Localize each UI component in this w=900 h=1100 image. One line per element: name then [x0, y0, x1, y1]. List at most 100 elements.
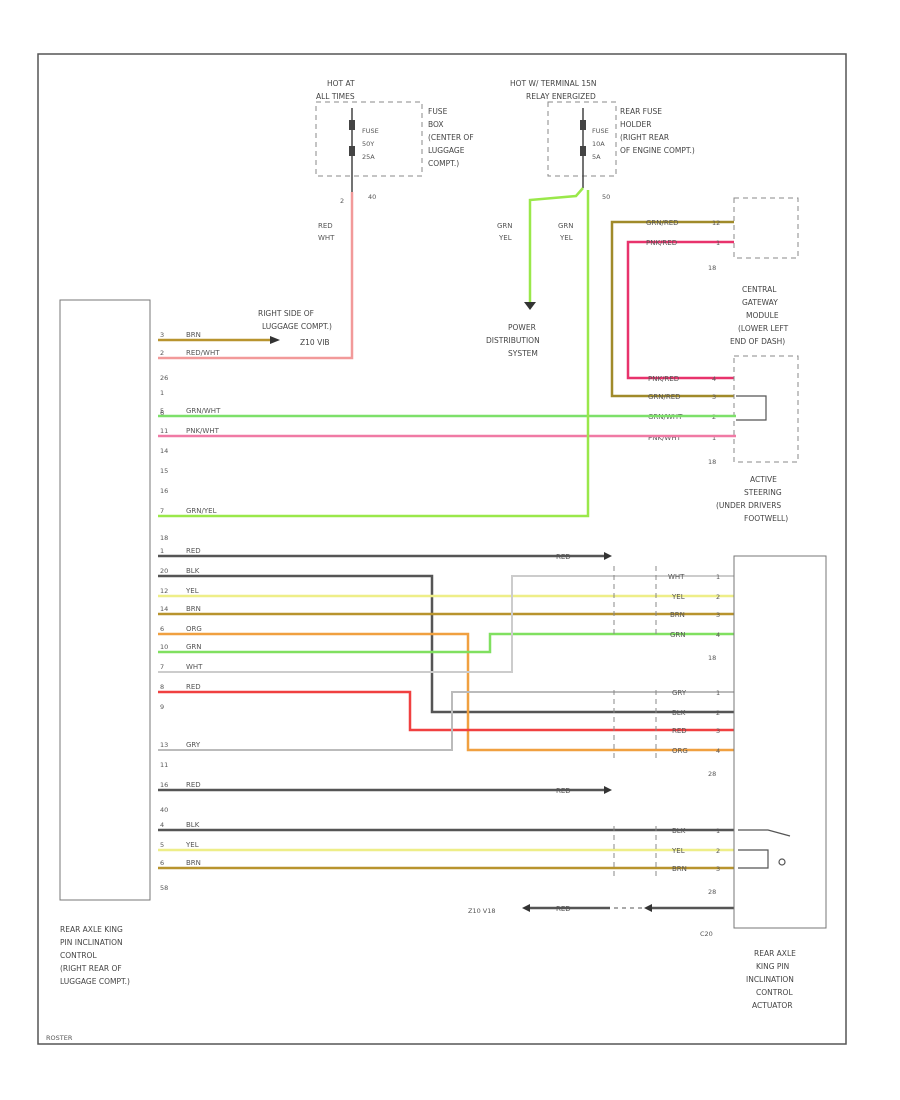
act-mid-pin-1: 2: [716, 709, 720, 717]
act-mid-wire-0: GRY: [672, 689, 687, 697]
act-top-wire-2: BRN: [670, 611, 685, 619]
module-pin: 2: [160, 349, 164, 357]
module-pin: 4: [160, 821, 164, 829]
module-pin: 3: [160, 331, 164, 339]
fuse-left-desc-0: FUSE: [428, 107, 448, 116]
module-wire-label: GRN/YEL: [186, 507, 217, 515]
rear-axle-control-module: 26 18 40 58 REAR AXLE KING PIN INCLINATI…: [59, 299, 168, 986]
fuse-left-wire1: RED: [318, 222, 333, 230]
module-wire-label: GRN: [186, 643, 202, 651]
module-conn-40: 40: [160, 806, 168, 814]
module-wire-label: BLK: [186, 821, 200, 829]
module-pin: 14: [160, 447, 168, 455]
fuse-right-wire-a2: YEL: [498, 234, 512, 242]
module-wire-label: BRN: [186, 605, 201, 613]
fuse-right-wire-a1: GRN: [497, 222, 513, 230]
act-low-wire-2: BRN: [672, 865, 687, 873]
act-top-pin-1: 2: [716, 593, 720, 601]
steering-wire-3: PNK/WHT: [648, 434, 682, 442]
fuse-holder-right: HOT W/ TERMINAL 15N RELAY ENERGIZED FUSE…: [497, 79, 695, 242]
act-top-pin-0: 1: [716, 573, 720, 581]
module-pin: 11: [160, 427, 168, 435]
actuator-label-2: INCLINATION: [746, 975, 794, 984]
module-wire-label: GRY: [186, 741, 201, 749]
fuse-right-rating1: 10A: [592, 140, 605, 148]
fuse-left-hot2: ALL TIMES: [316, 92, 355, 101]
power-dist-label-0: POWER: [508, 323, 536, 332]
actuator-label-0: REAR AXLE: [754, 949, 796, 958]
fuse-left-hot: HOT AT: [327, 79, 355, 88]
steering-label-3: FOOTWELL): [744, 514, 788, 523]
fuse-left-label: FUSE: [362, 127, 379, 135]
steering-label-0: ACTIVE: [750, 475, 777, 484]
act-low-wire-1: YEL: [671, 847, 685, 855]
module-wire-label: GRN/WHT: [186, 407, 221, 415]
fuse-left-pin-right: 40: [368, 193, 376, 201]
gateway-label-1: GATEWAY: [742, 298, 778, 307]
fuse-right-pin: 50: [602, 193, 610, 201]
gateway-wire-1: PNK/RED: [646, 239, 677, 247]
wire-grn: [158, 632, 734, 654]
module-pin: 1: [160, 547, 164, 555]
act-low-pin-1: 2: [716, 847, 720, 855]
act-mid-wire-1: BLK: [672, 709, 686, 717]
module-label-0: REAR AXLE KING: [60, 925, 123, 934]
active-steering: PNK/RED GRN/RED GRN/WHT PNK/WHT 4 3 2 1 …: [648, 355, 799, 523]
module-pin: 1: [160, 389, 164, 397]
module-label-2: CONTROL: [60, 951, 97, 960]
steering-wire-0: PNK/RED: [648, 375, 679, 383]
ground-label-1: LUGGAGE COMPT.): [262, 322, 332, 331]
act-top-conn: 18: [708, 654, 716, 662]
ground-label-0: RIGHT SIDE OF: [258, 309, 314, 318]
module-wire-label: ORG: [186, 625, 202, 633]
module-conn-18: 18: [160, 534, 168, 542]
wire-red-mid-label: RED: [556, 787, 571, 795]
wire-wht: [158, 575, 734, 673]
gateway-label-2: MODULE: [746, 311, 779, 320]
gateway-wire-0: GRN/RED: [646, 219, 679, 227]
wire-red-top-label: RED: [556, 553, 571, 561]
act-top-wire-1: YEL: [671, 593, 685, 601]
act-top-pin-2: 3: [716, 611, 720, 619]
actuator-label-4: ACTUATOR: [752, 1001, 793, 1010]
steering-label-1: STEERING: [744, 488, 782, 497]
module-wire-label: YEL: [185, 841, 199, 849]
gateway-pin-1: 1: [716, 239, 720, 247]
module-pin: 11: [160, 761, 168, 769]
module-pin: 10: [160, 643, 168, 651]
module-wire-label: BLK: [186, 567, 200, 575]
act-mid-wire-2: RED: [672, 727, 687, 735]
power-dist-label-2: SYSTEM: [508, 349, 538, 358]
module-pin: 12: [160, 587, 168, 595]
act-top-pin-3: 4: [716, 631, 720, 639]
fuse-left-desc-3: LUGGAGE: [428, 146, 465, 155]
power-dist-label-1: DISTRIBUTION: [486, 336, 540, 345]
module-pin: 6: [160, 859, 164, 867]
fuse-right-hot: HOT W/ TERMINAL 15N: [510, 79, 597, 88]
fuse-right-wire-b2: YEL: [559, 234, 573, 242]
gateway-pin-0: 12: [712, 219, 720, 227]
ground-right-rear: RIGHT SIDE OF LUGGAGE COMPT.) Z10 VIB: [258, 309, 332, 347]
connector-separators: [613, 566, 657, 876]
ground-ref: Z10 VIB: [300, 338, 330, 347]
actuator-label-1: KING PIN: [756, 962, 789, 971]
act-mid-pin-3: 4: [716, 747, 720, 755]
module-wire-label: WHT: [186, 663, 203, 671]
act-mid-pin-2: 3: [716, 727, 720, 735]
fuse-right-desc-1: HOLDER: [620, 120, 651, 129]
module-wire-label: BRN: [186, 331, 201, 339]
fuse-right-desc-3: OF ENGINE COMPT.): [620, 146, 695, 155]
power-distribution: POWER DISTRIBUTION SYSTEM: [486, 187, 584, 358]
fuse-right-rating2: 5A: [592, 153, 601, 161]
module-conn-26: 26: [160, 374, 168, 382]
fuse-right-label: FUSE: [592, 127, 609, 135]
module-pin: 16: [160, 781, 168, 789]
gateway-label-4: END OF DASH): [730, 337, 785, 346]
steering-pin-0: 4: [712, 375, 716, 383]
fuse-left-rating2: 25A: [362, 153, 375, 161]
fuse-right-wire-b1: GRN: [558, 222, 574, 230]
module-conn-58: 58: [160, 884, 168, 892]
module-wire-label: YEL: [185, 587, 199, 595]
module-pin: 5: [160, 407, 164, 415]
steering-wire-1: GRN/RED: [648, 393, 681, 401]
